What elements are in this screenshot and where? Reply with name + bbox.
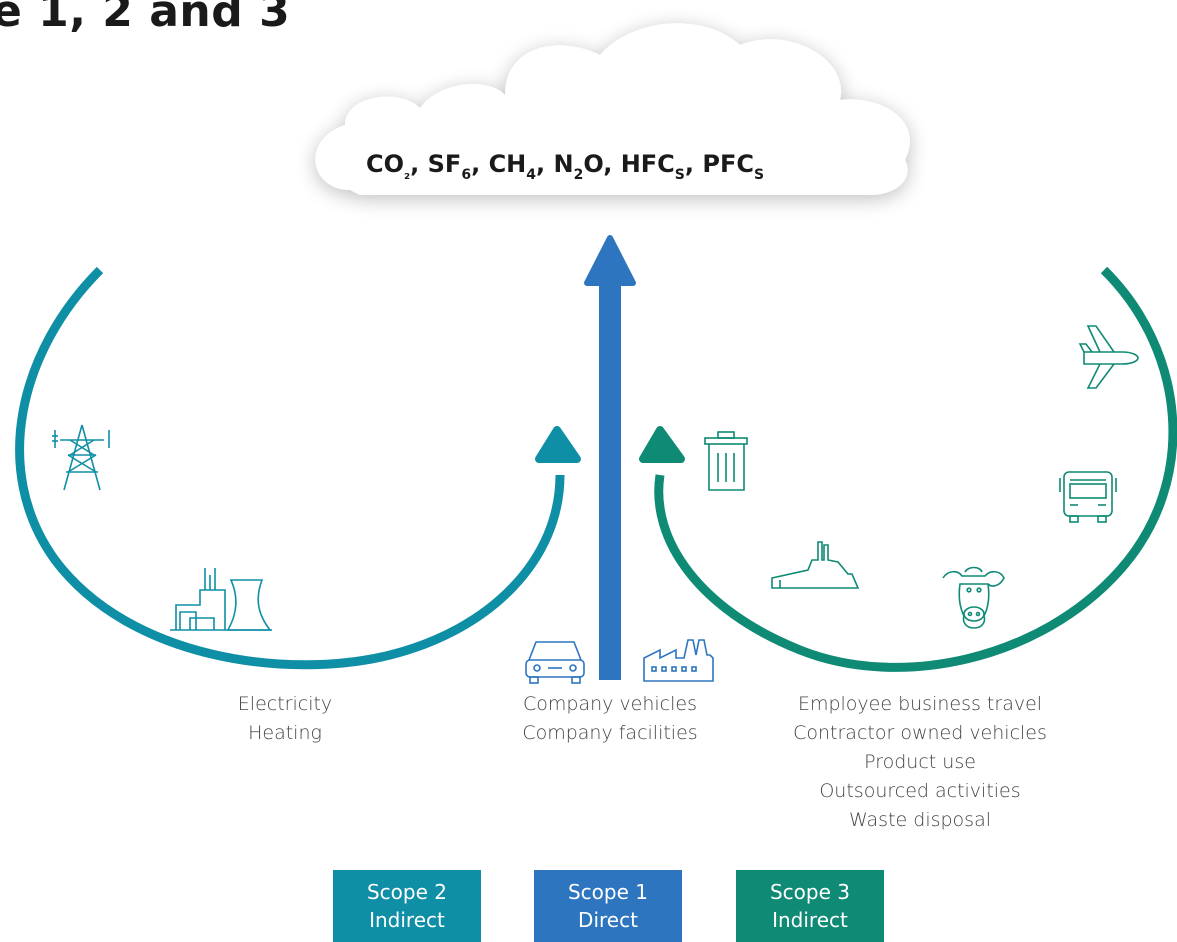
scope3-box-title: Scope 3	[769, 880, 850, 904]
scope2-arc	[15, 266, 581, 670]
scope3-box: Scope 3 Indirect	[736, 870, 884, 942]
page-title: e 1, 2 and 3	[0, 0, 291, 37]
scope2-sources: Electricity Heating	[215, 690, 355, 748]
factory-icon	[643, 639, 714, 682]
scope1-source-item: Company vehicles	[523, 693, 697, 715]
airplane-icon	[1078, 325, 1139, 389]
scope3-source-item: Contractor owned vehicles	[793, 722, 1047, 744]
scope1-arrow	[584, 235, 636, 680]
scope3-sources: Employee business travel Contractor owne…	[770, 690, 1070, 835]
scope3-source-item: Employee business travel	[797, 693, 1043, 715]
scope1-box-title: Scope 1	[567, 880, 648, 904]
emissions-cloud	[315, 23, 910, 195]
scope1-box: Scope 1 Direct	[534, 870, 682, 942]
scope1-sources: Company vehicles Company facilities	[505, 690, 715, 748]
scope3-box-kind: Indirect	[772, 908, 848, 932]
trash-bin-icon	[704, 431, 748, 491]
scope1-source-item: Company facilities	[522, 722, 698, 744]
power-plant-icon	[170, 568, 272, 631]
scope2-box-title: Scope 2	[366, 880, 447, 904]
scope3-source-item: Waste disposal	[848, 809, 992, 831]
cow-icon	[942, 566, 1005, 629]
emissions-gases-text: CO₂, SF6, CH4, N2O, HFCS, PFCS	[366, 150, 764, 183]
bus-icon	[1059, 471, 1117, 523]
scope3-source-item: Product use	[864, 751, 976, 773]
scope2-box: Scope 2 Indirect	[333, 870, 481, 942]
industrial-site-icon	[771, 541, 860, 589]
scope2-box-kind: Indirect	[369, 908, 445, 932]
scope3-source-item: Outsourced activities	[819, 780, 1021, 802]
transmission-tower-icon	[52, 424, 110, 491]
scope2-source-item: Heating	[248, 722, 322, 744]
scope3-arc	[639, 266, 1177, 672]
scope2-source-item: Electricity	[237, 693, 333, 715]
car-icon	[525, 641, 585, 684]
scope1-box-kind: Direct	[578, 908, 638, 932]
